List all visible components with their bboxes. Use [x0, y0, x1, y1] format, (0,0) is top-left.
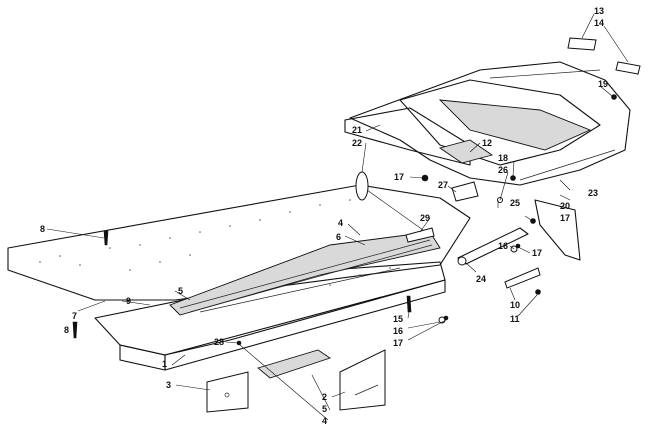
callout-22: 22: [352, 138, 362, 148]
callout-11: 11: [510, 314, 520, 324]
right-bracket: [339, 349, 386, 411]
callout-26: 26: [498, 165, 508, 175]
callout-5-upper: 5: [178, 286, 183, 296]
callout-21: 21: [352, 125, 362, 135]
reflector: [355, 171, 369, 201]
callout-3: 3: [166, 380, 171, 390]
callout-12: 12: [482, 138, 492, 148]
callout-16-upper: 16: [498, 241, 508, 251]
hardware: [72, 94, 617, 346]
callout-17-upper-right: 17: [560, 213, 570, 223]
callout-23: 23: [588, 188, 598, 198]
callout-15: 15: [393, 314, 403, 324]
callout-17-lower: 17: [393, 338, 403, 348]
snow-flap: [257, 349, 332, 379]
callout-18: 18: [498, 153, 508, 163]
callout-1: 1: [162, 359, 167, 369]
callout-27: 27: [438, 180, 448, 190]
callout-7: 7: [72, 311, 77, 321]
callout-5-lower: 5: [322, 404, 327, 414]
callout-labels: 8 7 8 9 5 4 6 1 3 2 5 4 28 29 24 10 11 1…: [40, 6, 608, 426]
tunnel-top-panel: [7, 184, 471, 301]
callout-8-lower: 8: [64, 325, 69, 335]
heat-exchanger-channel: [169, 231, 441, 316]
callout-19: 19: [598, 79, 608, 89]
strap-plate: [504, 267, 541, 289]
callout-2: 2: [322, 392, 327, 402]
callout-13: 13: [594, 6, 604, 16]
taillight-housing: [344, 107, 494, 166]
callout-8-upper: 8: [40, 224, 45, 234]
callout-4-lower: 4: [322, 416, 327, 426]
callout-29: 29: [420, 213, 430, 223]
callout-4-upper: 4: [338, 218, 343, 228]
callout-14: 14: [594, 18, 604, 28]
callout-10: 10: [510, 300, 520, 310]
decals: [567, 37, 641, 75]
callout-9: 9: [126, 296, 131, 306]
callout-17-right: 17: [532, 248, 542, 258]
callout-6: 6: [336, 232, 341, 242]
callout-25: 25: [510, 198, 520, 208]
callout-24: 24: [476, 274, 486, 284]
callout-20: 20: [560, 201, 570, 211]
callout-16-lower: 16: [393, 326, 403, 336]
callout-28: 28: [214, 337, 224, 347]
left-bracket: [206, 371, 249, 413]
support-tube: [457, 227, 529, 266]
rear-bumper-frame: [349, 61, 631, 186]
leader-lines: [46, 13, 629, 421]
callout-17-left: 17: [394, 172, 404, 182]
mudflap: [534, 199, 581, 261]
